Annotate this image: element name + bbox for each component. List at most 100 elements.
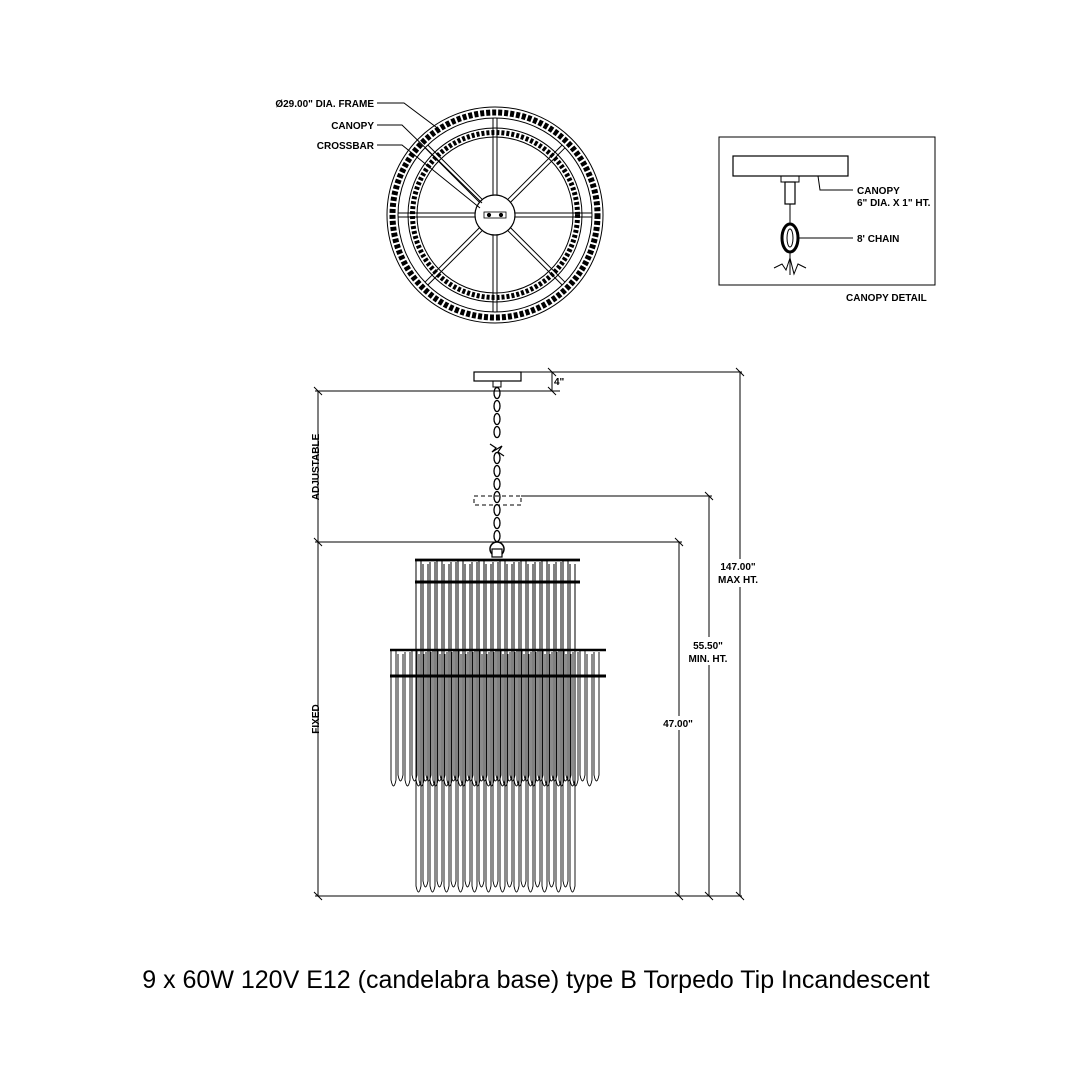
crystal-rod	[572, 652, 579, 787]
crystal-rod	[439, 654, 446, 782]
frame-label: Ø29.00" DIA. FRAME	[275, 99, 374, 110]
crystal-rod	[527, 564, 534, 787]
crystal-rod	[460, 654, 467, 787]
crystal-rod	[422, 564, 429, 888]
crystal-rod	[464, 564, 471, 782]
crystal-rod	[565, 654, 572, 782]
chain-link	[493, 516, 501, 530]
spoke	[424, 227, 480, 283]
crystal-rod	[446, 652, 453, 787]
crystal-rod	[520, 560, 527, 888]
crossbar-leader	[377, 144, 481, 209]
upper-inner-tier	[415, 558, 580, 787]
crystal-rod	[534, 562, 541, 888]
crystal-rod	[450, 562, 457, 782]
crystal-rod	[530, 652, 537, 787]
technical-drawing: Ø29.00" DIA. FRAME CANOPY CROSSBAR CANOP…	[275, 99, 936, 901]
crystal-rod	[527, 564, 534, 893]
max-height-value: 147.00"	[720, 562, 756, 573]
chain-link	[493, 451, 501, 465]
crystal-rod	[555, 562, 562, 787]
crystal-rod	[488, 652, 495, 787]
crystal-rod	[478, 560, 485, 782]
crystal-rod	[562, 560, 569, 888]
inner-crystal-ring	[407, 127, 583, 303]
crystal-rod	[432, 650, 439, 787]
top-view	[377, 102, 604, 324]
chain-link	[493, 386, 501, 400]
crystal-rod	[422, 564, 429, 782]
crystal-rod	[443, 564, 450, 787]
min-height-value: 55.50"	[693, 641, 723, 652]
canopy-detail-box	[718, 136, 936, 286]
crystal-rod	[436, 560, 443, 782]
crystal-rod	[464, 564, 471, 888]
canopy-leader	[377, 124, 483, 204]
crystal-rod	[436, 560, 443, 888]
chain-link	[493, 503, 501, 517]
crystal-rod	[390, 650, 397, 787]
detail-canopy	[732, 155, 849, 177]
crystal-rod	[443, 564, 450, 893]
body-height-value: 47.00"	[663, 719, 693, 730]
crystal-rod	[569, 564, 576, 787]
crystal-rod	[544, 654, 551, 787]
crystal-rod	[569, 564, 576, 893]
crystal-rod	[509, 652, 516, 782]
spoke	[427, 144, 483, 200]
crystal-rod	[478, 560, 485, 888]
crystal-rod	[450, 562, 457, 888]
chain-break	[489, 443, 505, 457]
chain-link	[493, 529, 501, 543]
spoke	[510, 147, 566, 203]
crystal-rod	[579, 650, 586, 782]
middle-tier	[390, 648, 606, 787]
fixed-label: FIXED	[311, 704, 322, 733]
crystal-rod	[548, 564, 555, 782]
crystal-rod	[516, 650, 523, 787]
canopy-height-label: 4"	[554, 377, 565, 388]
spoke	[507, 230, 563, 286]
crystal-rod	[562, 560, 569, 782]
crystal-rod	[499, 560, 506, 787]
crystal-rod	[429, 562, 436, 893]
max-height-label: MAX HT.	[718, 575, 758, 586]
lower-tier	[415, 558, 580, 893]
crystal-rod	[404, 652, 411, 787]
crystal-rod	[471, 562, 478, 893]
outer-crystal-ring	[386, 106, 604, 324]
crystal-rod	[453, 650, 460, 782]
crystal-rod	[485, 564, 492, 893]
elevation-canopy	[473, 371, 522, 382]
crystal-rod	[495, 650, 502, 782]
crystal-rod	[457, 560, 464, 893]
crystal-rod	[555, 562, 562, 893]
adjustable-label: ADJUSTABLE	[311, 433, 322, 500]
crystal-rod	[541, 560, 548, 787]
crystal-rod	[502, 654, 509, 787]
crystal-rod	[548, 564, 555, 888]
crystal-rod	[492, 562, 499, 782]
crystal-rod	[418, 654, 425, 787]
crystal-rod	[551, 652, 558, 782]
crystal-rod	[506, 564, 513, 782]
detail-canopy-size: 6" DIA. X 1" HT.	[857, 198, 931, 209]
min-canopy-position	[473, 495, 522, 506]
crystal-rod	[523, 654, 530, 782]
crystal-rod	[534, 562, 541, 782]
crystal-rod	[415, 560, 422, 893]
chandelier-body	[390, 558, 606, 893]
chain-link	[493, 490, 501, 504]
crossbar-spokes	[398, 118, 592, 312]
crystal-rod	[474, 650, 481, 787]
crystal-rod	[513, 562, 520, 893]
crystal-rod	[411, 650, 418, 782]
crystal-rod	[457, 560, 464, 787]
min-height-label: MIN. HT.	[689, 654, 728, 665]
crystal-rod	[415, 560, 422, 787]
spoke	[427, 230, 483, 286]
chain-link	[493, 425, 501, 439]
crystal-rod	[429, 562, 436, 787]
detail-chain-label: 8' CHAIN	[857, 234, 899, 245]
bulb-spec-caption: 9 x 60W 120V E12 (candelabra base) type …	[142, 966, 930, 994]
